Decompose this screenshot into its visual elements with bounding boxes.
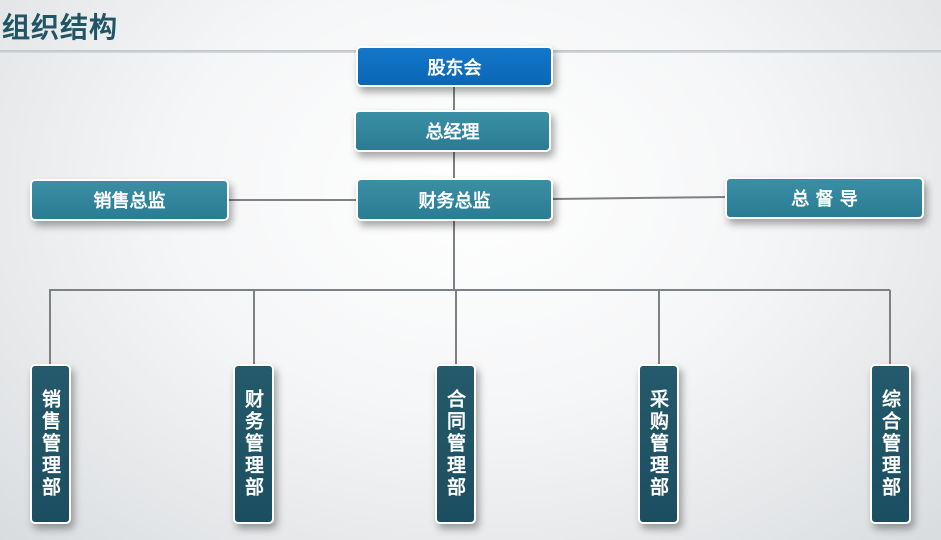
node-finance-director-label: 财务总监 [418,190,491,212]
dept-sales-label: 销售管理部 [39,389,61,499]
node-sales-director-label: 销售总监 [93,191,166,212]
node-general-manager-label: 总经理 [425,122,480,143]
page-title: 组织结构 [2,11,119,44]
dept-finance-label: 财务管理部 [242,389,264,499]
node-supervisor-label: 总 督 导 [791,189,858,210]
node-shareholders-label: 股东会 [427,57,482,79]
node-sales-director: 销售总监 [30,179,229,221]
node-shareholders: 股东会 [356,46,553,87]
dept-purchase-label: 采购管理部 [647,389,669,499]
dept-sales: 销售管理部 [30,364,71,524]
dept-finance: 财务管理部 [233,364,274,524]
dept-contract: 合同管理部 [435,364,476,524]
dept-general-label: 综合管理部 [879,389,901,499]
dept-contract-label: 合同管理部 [444,389,466,499]
node-supervisor: 总 督 导 [725,177,924,219]
node-finance-director: 财务总监 [356,178,553,221]
connector-finance-supervisor [551,196,728,200]
node-general-manager: 总经理 [354,110,551,152]
dept-general: 综合管理部 [870,364,911,524]
dept-purchase: 采购管理部 [638,364,679,524]
